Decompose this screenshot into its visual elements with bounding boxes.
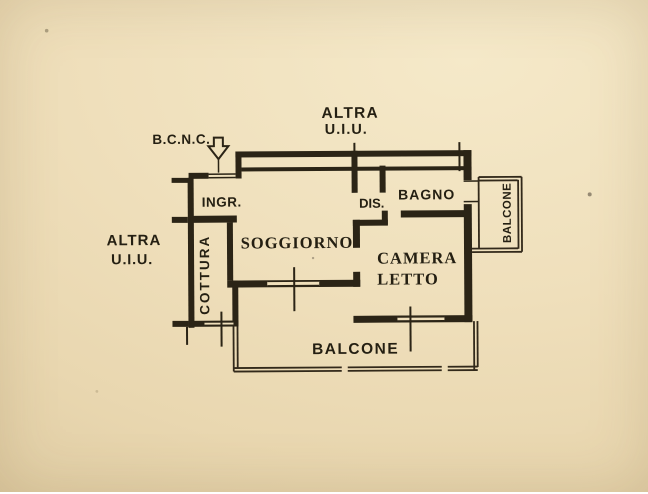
- label-living-room: SOGGIORNO: [241, 233, 354, 253]
- wall-stub-left-bottom: [172, 321, 188, 327]
- label-kitchenette: COTTURA: [197, 235, 212, 315]
- label-balcony-bottom: BALCONE: [312, 341, 399, 359]
- wall-dis-right-stub: [380, 166, 386, 193]
- wall-left: [188, 178, 195, 328]
- wall-camera-left-upper: [353, 220, 360, 248]
- label-entrance: INGR.: [202, 195, 242, 210]
- entry-arrow-icon: [208, 138, 228, 160]
- label-bathroom: BAGNO: [398, 186, 455, 202]
- wall-stub-left-top: [172, 178, 189, 183]
- railing-bottom-1b: [348, 367, 442, 368]
- label-adjacent-unit-left-line1: ALTRA: [107, 232, 162, 249]
- entry-arrow-group: [208, 138, 228, 173]
- railing-bottom-2a: [234, 371, 342, 372]
- wall-ingresso-bottom: [191, 216, 237, 223]
- label-common-area-bcnc: B.C.N.C.: [152, 132, 210, 147]
- wall-bagno-bottom: [401, 210, 465, 217]
- wall-cottura-right: [227, 223, 233, 281]
- wall-camera-left-lower: [353, 272, 360, 287]
- label-hallway: DIS.: [359, 196, 384, 211]
- railing-bottom-1a: [234, 367, 342, 368]
- label-balcony-right: BALCONE: [502, 183, 514, 243]
- wall-top-left-jog: [235, 152, 241, 179]
- wall-soggiorno-bottom-left-vertical: [232, 281, 238, 327]
- label-bedroom-line1: CAMERA: [377, 248, 457, 267]
- label-adjacent-unit-top-line1: ALTRA: [321, 105, 378, 122]
- railing-bottom-2b: [348, 370, 442, 371]
- wall-right-upper: [463, 150, 471, 180]
- label-adjacent-unit-left-line2: U.I.U.: [111, 252, 153, 268]
- balcony-right-railing: [472, 177, 522, 252]
- label-bedroom-line2: LETTO: [377, 269, 439, 288]
- label-adjacent-unit-top-line2: U.I.U.: [325, 122, 368, 138]
- speck-2: [588, 192, 592, 196]
- wall-bagno-step: [382, 211, 388, 225]
- wall-right-lower: [464, 204, 473, 322]
- speck-3: [312, 257, 314, 259]
- wall-dis-left-stub: [351, 151, 357, 193]
- speck-4: [95, 390, 98, 393]
- wall-stub-left-mid: [172, 217, 188, 223]
- speck-1: [45, 29, 49, 33]
